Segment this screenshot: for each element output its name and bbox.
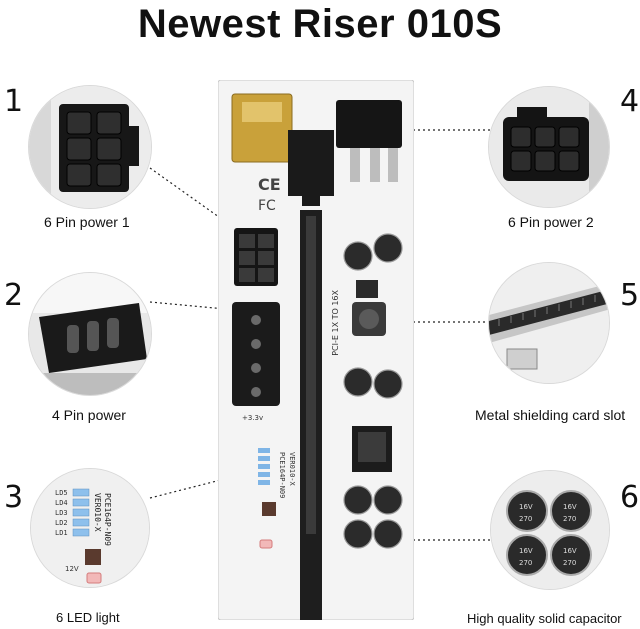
cap-voltage-1: 16V <box>519 503 533 511</box>
led-label-ld4: LD4 <box>55 499 68 507</box>
cap-value-2: 270 <box>563 515 576 523</box>
six-pin-power-2 <box>336 100 402 148</box>
capacitors-top <box>343 233 403 399</box>
callout-label-2: 4 Pin power <box>52 407 126 423</box>
callout-number-5: 5 <box>620 278 640 313</box>
board-3v-label: +3.3v <box>242 414 263 422</box>
board-version-text: VER010-X <box>288 452 296 487</box>
cap-value-4: 270 <box>563 559 576 567</box>
callout-label-3: 6 LED light <box>56 610 120 625</box>
led-label-ld5: LD5 <box>55 489 68 497</box>
cap-voltage-4: 16V <box>563 547 577 555</box>
callout-number-4: 4 <box>620 84 640 119</box>
led-row <box>258 448 270 485</box>
zoom-4-pin-power <box>28 272 152 396</box>
slot-text: PCI-E 1X TO 16X <box>331 289 340 355</box>
cap-voltage-2: 16V <box>563 503 577 511</box>
callout-number-6: 6 <box>620 480 640 515</box>
led-label-ld1: LD1 <box>55 529 68 537</box>
cap-voltage-3: 16V <box>519 547 533 555</box>
zoom-12v-label: 12V <box>65 565 79 573</box>
zoom-6-pin-power-2 <box>488 86 610 208</box>
led-label-ld3: LD3 <box>55 509 68 517</box>
callout-number-1: 1 <box>4 84 24 119</box>
chip-small <box>356 280 378 298</box>
pcie-x16-slot-lower <box>300 540 322 620</box>
led-label-ld2: LD2 <box>55 519 68 527</box>
slot-clip <box>288 130 334 196</box>
callout-number-2: 2 <box>4 278 24 313</box>
ce-mark: CE <box>258 175 281 194</box>
four-pin-molex <box>232 302 280 406</box>
callout-label-5: Metal shielding card slot <box>475 407 626 423</box>
led-driver-chip <box>262 502 276 516</box>
callout-label-6: High quality solid capacitor <box>467 611 622 626</box>
riser-board: CE FC PCI-E 1X TO 16X PCE164P-N09 VER010… <box>218 80 414 620</box>
board-model-text: PCE164P-N09 <box>278 452 286 498</box>
power-led <box>259 539 273 549</box>
capacitors-bottom <box>343 485 403 549</box>
callout-label-4: 6 Pin power 2 <box>508 214 594 230</box>
callout-label-1: 6 Pin power 1 <box>44 214 130 230</box>
fc-mark: FC <box>258 198 276 214</box>
zoom-metal-shielding-slot <box>488 262 610 384</box>
zoom-6-led-light: LD5 LD4 LD3 LD2 LD1 PCE164P-N09 VER010-X… <box>30 468 150 588</box>
cap-value-1: 270 <box>519 515 532 523</box>
cap-value-3: 270 <box>519 559 532 567</box>
callout-number-3: 3 <box>4 480 24 515</box>
zoom-6-pin-power-1 <box>28 85 152 209</box>
zoom-version-text: VER010-X <box>93 493 102 532</box>
zoom-model-text: PCE164P-N09 <box>103 493 112 546</box>
page-title: Newest Riser 010S <box>137 2 503 46</box>
connector-line-1 <box>149 167 241 233</box>
zoom-solid-capacitors: 16V 16V 16V 16V 270 270 270 270 <box>490 470 610 590</box>
